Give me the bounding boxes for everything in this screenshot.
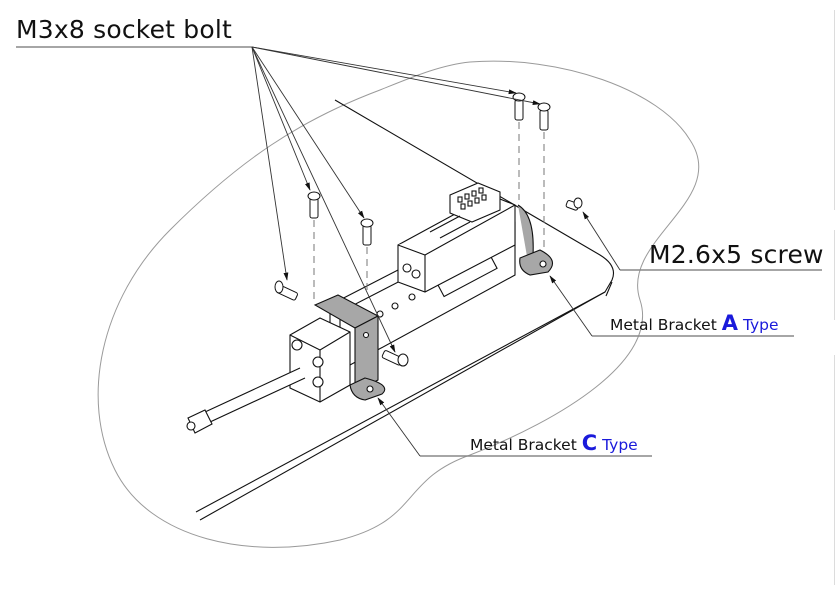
metal-bracket-a [517, 204, 554, 276]
m26x5-screw [565, 197, 583, 211]
m3x8-bolts [274, 92, 551, 367]
detail-region-outline [97, 60, 700, 548]
bolt-1 [307, 191, 321, 219]
callout-metal-bracket-c: Metal Bracket C Type [470, 431, 638, 455]
bolt-6 [381, 350, 409, 367]
mounting-plate [195, 99, 615, 521]
bolt-2 [360, 218, 374, 246]
metal-bracket-c [313, 294, 386, 401]
bracket-a-letter: A [721, 311, 738, 335]
connector-pins [457, 187, 487, 210]
edge-divider [834, 10, 835, 210]
bracket-c-letter: C [581, 431, 598, 455]
front-block [289, 317, 351, 403]
callout-m26x5-screw: M2.6x5 screw [649, 240, 824, 269]
assembly-guides [313, 122, 545, 300]
bolt-4 [537, 102, 551, 131]
rod-end [186, 409, 213, 434]
callout-m3x8-socket-bolt: M3x8 socket bolt [16, 15, 233, 44]
bracket-c-prefix: Metal Bracket [470, 436, 577, 454]
connector-housing [397, 182, 516, 293]
bolt-3 [512, 92, 526, 121]
bracket-a-prefix: Metal Bracket [610, 316, 717, 334]
callout-metal-bracket-a: Metal Bracket A Type [610, 311, 779, 335]
bracket-a-suffix: Type [742, 316, 779, 334]
leader-lines [16, 46, 822, 457]
edge-divider [834, 355, 835, 585]
bracket-c-suffix: Type [602, 436, 638, 454]
actuator-rod [204, 367, 306, 423]
edge-divider [834, 230, 835, 320]
bolt-5 [274, 280, 298, 301]
